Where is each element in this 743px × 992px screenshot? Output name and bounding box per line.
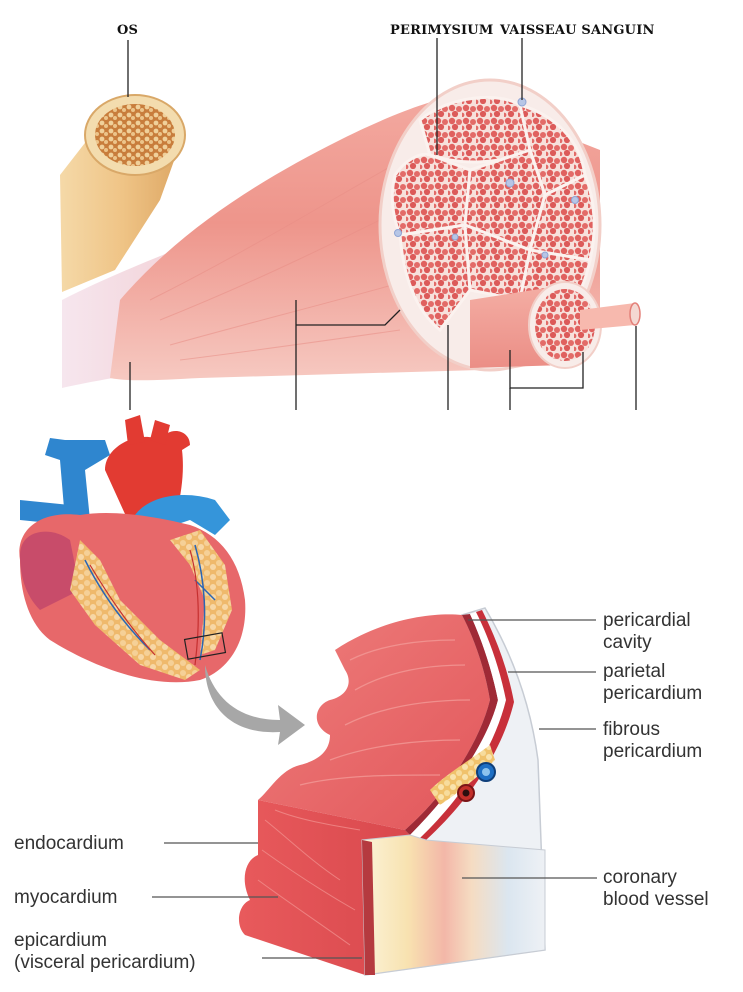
pericardium-front-face [362,835,545,975]
label-fibrous-pericardium-1: fibrous [603,719,660,740]
label-parietal-pericardium-2: pericardium [603,683,702,704]
label-coronary-vessel-2: blood vessel [603,889,709,910]
label-myocardium: myocardium [14,887,117,908]
label-perimysium: PERIMYSIUM [390,23,493,38]
label-pericardial-cavity-1: pericardial [603,610,691,631]
label-epicardium-2: (visceral pericardium) [14,952,196,973]
heart-illustration [19,415,305,745]
heart-wall-section [239,608,545,975]
label-fibrous-pericardium-2: pericardium [603,741,702,762]
magnify-arrow [205,665,305,745]
label-endocardium: endocardium [14,833,124,854]
label-parietal-pericardium-1: parietal [603,661,665,682]
label-bone: OS [117,23,138,38]
aortic-branch-1 [125,415,145,445]
label-coronary-vessel-1: coronary [603,867,677,888]
label-blood-vessel: VAISSEAU SANGUIN [499,23,655,38]
label-pericardial-cavity-2: cavity [603,632,652,653]
skeletal-muscle-illustration: OS PERIMYSIUM VAISSEAU SANGUIN [60,23,655,410]
label-epicardium-1: epicardium [14,930,107,951]
